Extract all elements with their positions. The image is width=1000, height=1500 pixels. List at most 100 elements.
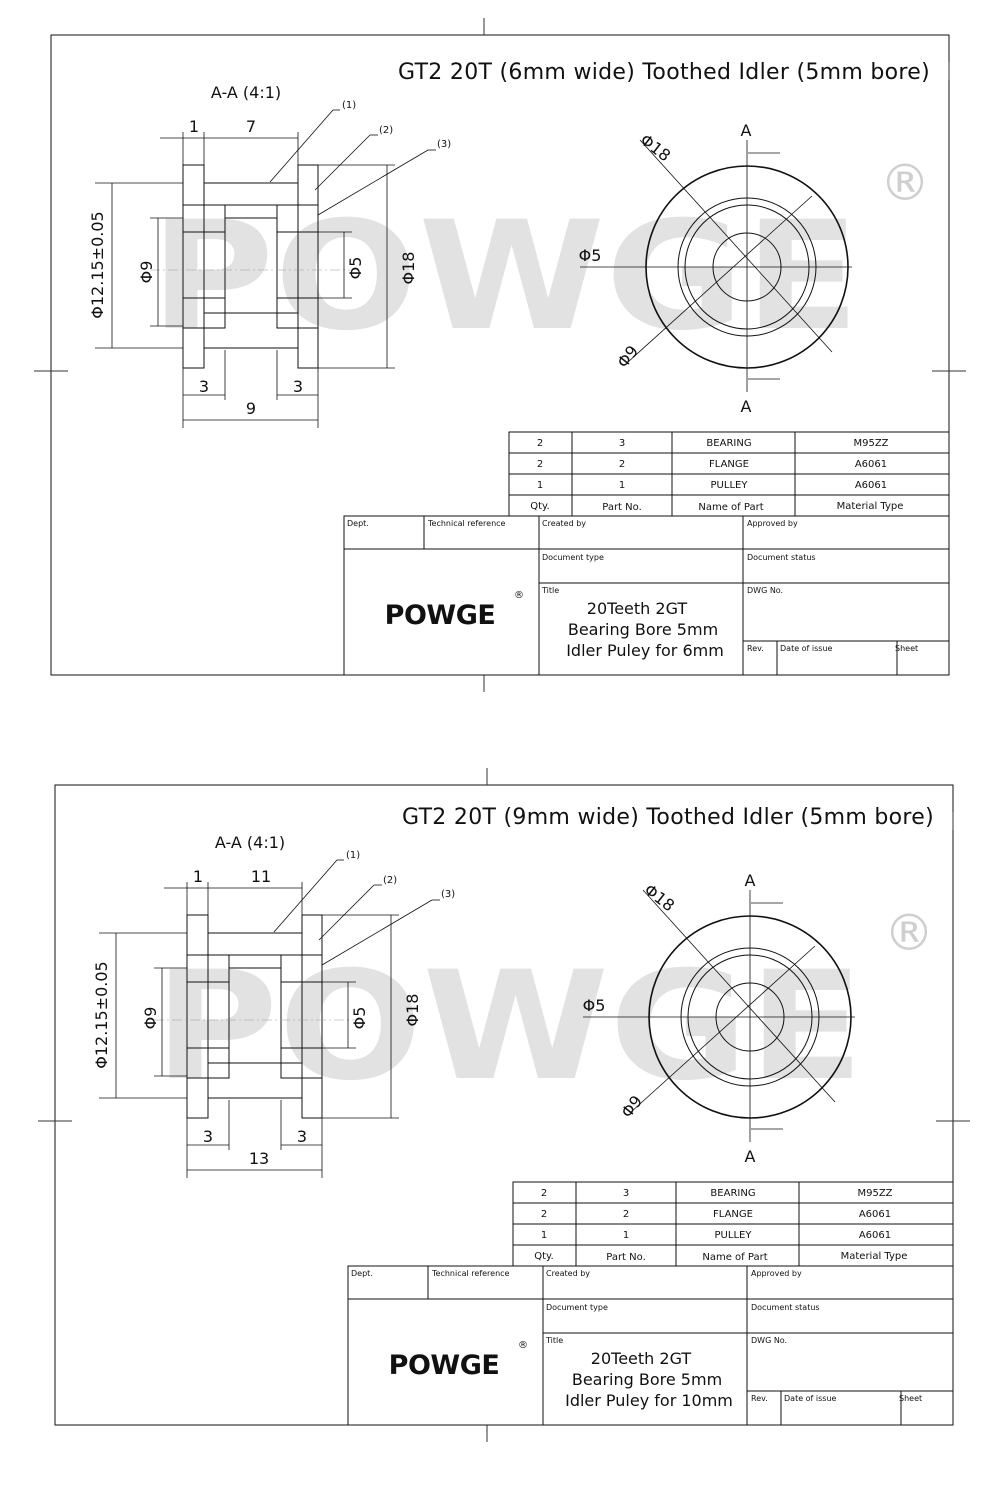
section-label: A-A (4:1) [215,833,285,852]
svg-text:1: 1 [619,480,625,491]
svg-text:Φ12.15±0.05: Φ12.15±0.05 [92,961,111,1068]
svg-text:Title: Title [545,1336,563,1345]
svg-text:Created by: Created by [546,1269,590,1278]
svg-text:Qty.: Qty. [534,1251,553,1262]
svg-text:2: 2 [537,459,543,470]
watermark-logo: POWGE [154,940,864,1114]
svg-text:1: 1 [541,1230,547,1241]
section-dimensions: 1 7 Φ12.15±0.05 Φ9 Φ5 Φ18 3 3 9 [88,117,418,428]
svg-text:Created by: Created by [542,519,586,528]
svg-text:Φ9: Φ9 [137,261,156,284]
powge-logo: POWGE [389,1350,500,1381]
watermark-logo: POWGE [150,190,860,364]
svg-text:Φ9: Φ9 [141,1007,160,1030]
svg-text:1: 1 [537,480,543,491]
svg-text:DWG No.: DWG No. [747,586,783,595]
powge-logo: POWGE [385,600,496,631]
svg-text:M95ZZ: M95ZZ [857,1188,892,1199]
svg-text:A6061: A6061 [855,459,887,470]
svg-text:2: 2 [623,1209,629,1220]
svg-text:7: 7 [246,117,256,136]
svg-text:20Teeth 2GT: 20Teeth 2GT [591,1349,692,1368]
svg-text:Bearing Bore 5mm: Bearing Bore 5mm [572,1370,722,1389]
svg-text:Title: Title [541,586,559,595]
part-callouts: (1) (2) (3) [269,100,451,216]
svg-text:3: 3 [619,438,625,449]
svg-text:M95ZZ: M95ZZ [853,438,888,449]
drawing-sheet-9mm: POWGE ® GT2 20T (9mm wide) Toothed Idler… [38,768,970,1442]
svg-text:DWG No.: DWG No. [751,1336,787,1345]
svg-text:Bearing Bore 5mm: Bearing Bore 5mm [568,620,718,639]
svg-text:3: 3 [293,377,303,396]
svg-text:Φ5: Φ5 [350,1007,369,1030]
svg-text:Document status: Document status [751,1303,820,1312]
svg-text:A6061: A6061 [859,1230,891,1241]
svg-text:(3): (3) [441,889,455,900]
svg-text:Sheet: Sheet [899,1394,922,1403]
svg-text:Technical reference: Technical reference [427,519,506,528]
svg-text:A: A [741,121,752,140]
svg-text:FLANGE: FLANGE [713,1209,753,1220]
parts-table: 2 3 BEARING M95ZZ 2 2 FLANGE A6061 1 1 P… [512,1181,954,1267]
drawing-title: GT2 20T (9mm wide) Toothed Idler (5mm bo… [402,805,934,830]
svg-text:BEARING: BEARING [706,438,751,449]
registered-mark: ® [880,154,930,212]
svg-text:A6061: A6061 [855,480,887,491]
svg-text:Material Type: Material Type [841,1251,908,1262]
svg-text:A: A [745,1147,756,1166]
svg-text:Φ5: Φ5 [579,246,602,265]
drawing-title: GT2 20T (6mm wide) Toothed Idler (5mm bo… [398,60,930,85]
svg-text:Name of Part: Name of Part [702,1252,767,1263]
svg-text:Φ18: Φ18 [399,252,418,285]
svg-text:Part No.: Part No. [606,1252,646,1263]
part-callouts: (1) (2) (3) [273,850,455,966]
svg-text:Φ5: Φ5 [346,257,365,280]
svg-text:Document type: Document type [542,553,604,562]
svg-text:A: A [741,397,752,416]
svg-text:(2): (2) [383,875,397,886]
section-label: A-A (4:1) [211,83,281,102]
svg-text:3: 3 [203,1127,213,1146]
svg-text:13: 13 [249,1149,269,1168]
svg-text:Φ18: Φ18 [403,994,422,1027]
svg-text:3: 3 [623,1188,629,1199]
svg-text:Name of Part: Name of Part [698,502,763,513]
svg-text:Document status: Document status [747,553,816,562]
svg-text:(1): (1) [346,850,360,861]
svg-text:3: 3 [297,1127,307,1146]
svg-text:Document type: Document type [546,1303,608,1312]
svg-text:1: 1 [189,117,199,136]
svg-text:Date of issue: Date of issue [780,644,833,653]
title-block: Dept. Technical reference Created by App… [343,515,950,676]
svg-text:®: ® [514,590,524,601]
svg-text:Date of issue: Date of issue [784,1394,837,1403]
svg-text:2: 2 [541,1188,547,1199]
svg-text:Rev.: Rev. [751,1394,768,1403]
svg-text:11: 11 [251,867,271,886]
svg-text:2: 2 [619,459,625,470]
svg-text:A: A [745,871,756,890]
svg-text:Φ18: Φ18 [641,880,679,915]
section-dimensions: 1 11 Φ12.15±0.05 Φ9 Φ5 Φ18 3 3 13 [92,867,422,1178]
svg-text:Part No.: Part No. [602,502,642,513]
svg-text:FLANGE: FLANGE [709,459,749,470]
svg-text:®: ® [518,1340,528,1351]
svg-text:Material Type: Material Type [837,501,904,512]
svg-text:PULLEY: PULLEY [711,480,749,491]
parts-table: 2 3 BEARING M95ZZ 2 2 FLANGE A6061 1 1 P… [508,431,950,517]
svg-text:Technical reference: Technical reference [431,1269,510,1278]
svg-text:Dept.: Dept. [351,1269,373,1278]
svg-text:Dept.: Dept. [347,519,369,528]
title-block: Dept. Technical reference Created by App… [347,1265,954,1426]
svg-text:1: 1 [193,867,203,886]
svg-text:(2): (2) [379,125,393,136]
registered-mark: ® [884,904,934,962]
svg-text:Sheet: Sheet [895,644,918,653]
svg-text:Φ12.15±0.05: Φ12.15±0.05 [88,211,107,318]
svg-text:A6061: A6061 [859,1209,891,1220]
svg-text:1: 1 [623,1230,629,1241]
svg-text:Qty.: Qty. [530,501,549,512]
section-view [150,164,350,369]
svg-text:9: 9 [246,399,256,418]
svg-text:Φ18: Φ18 [637,130,675,165]
